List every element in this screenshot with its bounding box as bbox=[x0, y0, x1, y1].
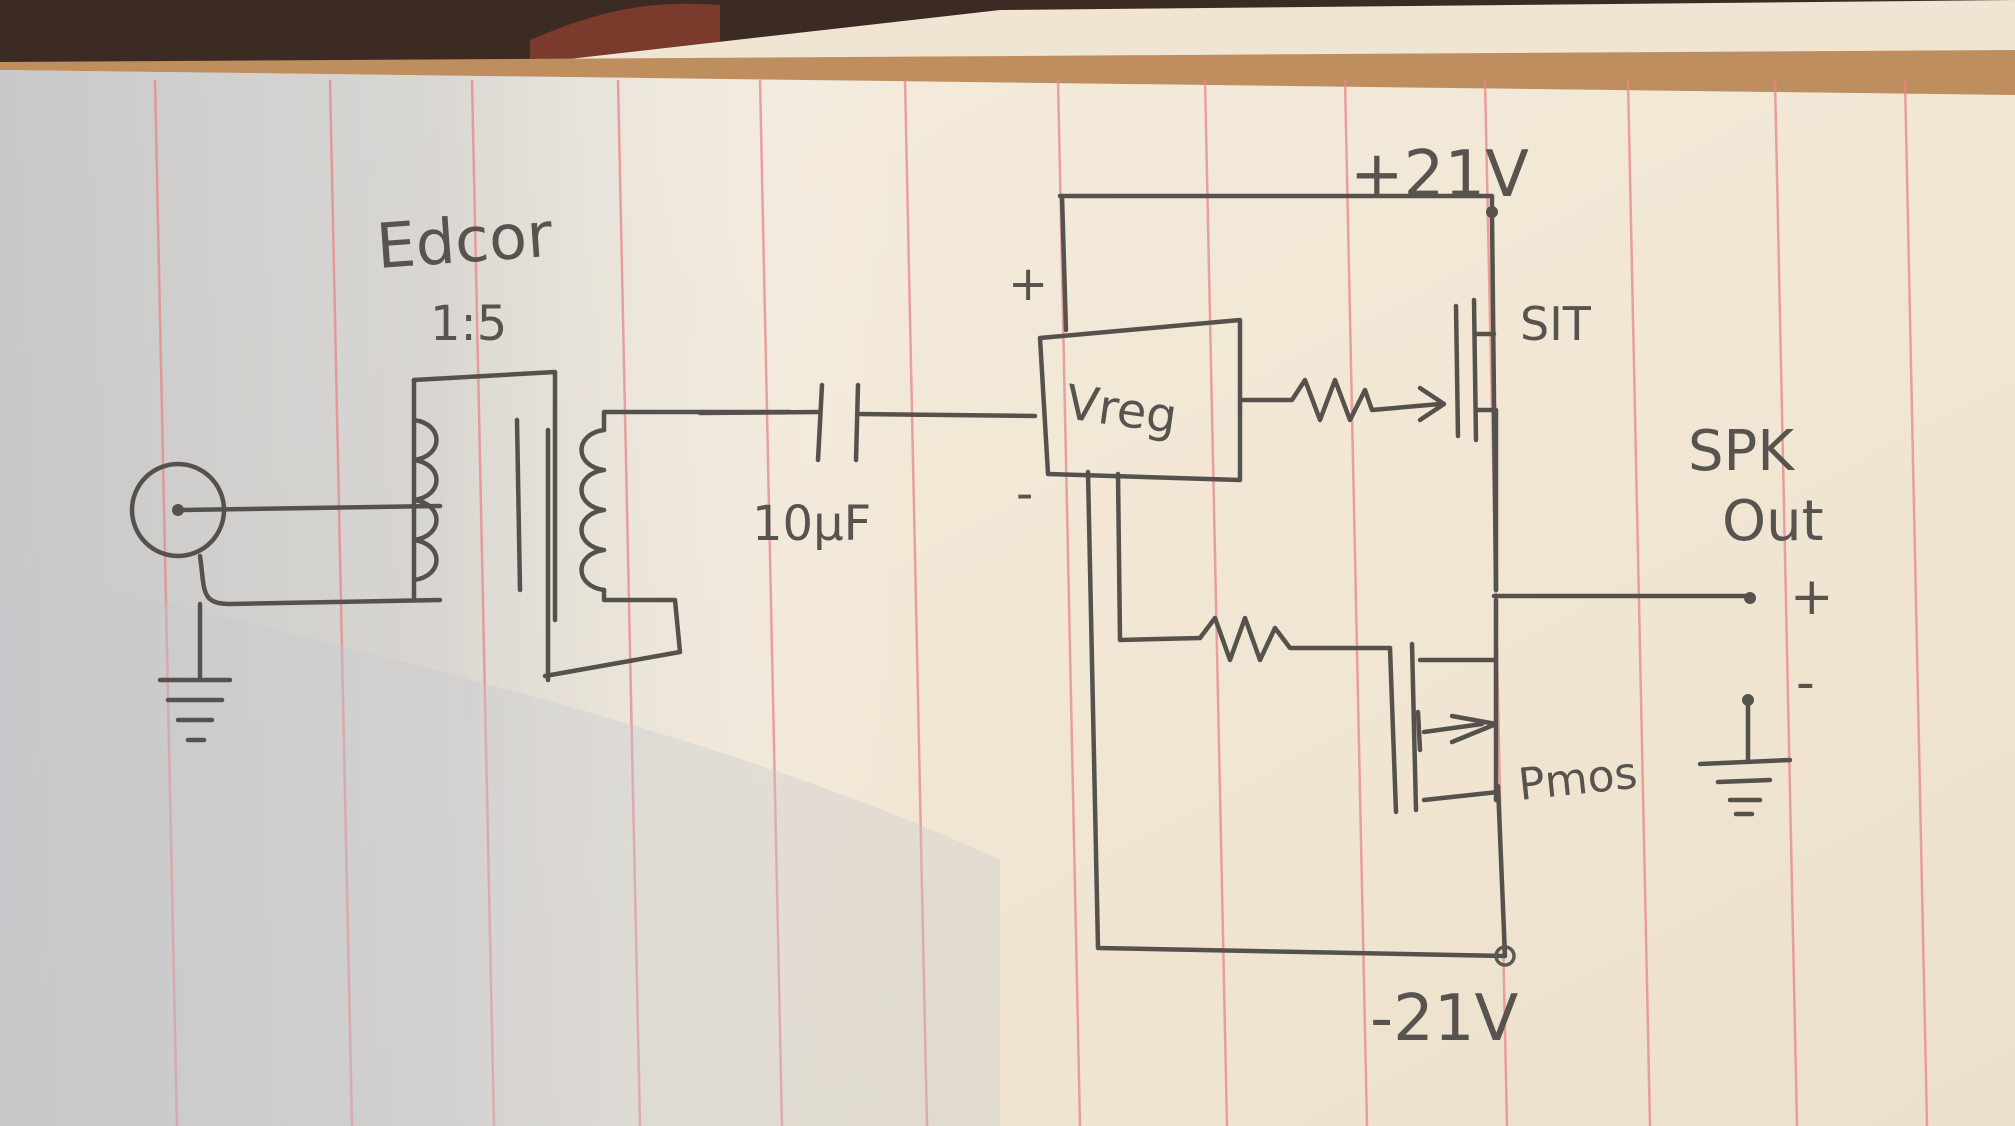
sit-label: SIT bbox=[1520, 297, 1592, 351]
lined-paper bbox=[0, 70, 2015, 1126]
red-rule-line bbox=[758, 79, 784, 1126]
schematic bbox=[129, 193, 1793, 967]
red-rule-line bbox=[1773, 79, 1799, 1126]
vreg-plus-feed bbox=[1059, 193, 1069, 333]
speaker-plus-label: + bbox=[1790, 567, 1834, 627]
red-rule-line bbox=[153, 79, 179, 1126]
capacitor-value-label: 10μF bbox=[752, 496, 871, 552]
positive-rail-node bbox=[1486, 206, 1498, 218]
pmos-transistor-symbol bbox=[1409, 597, 1501, 813]
red-rule-line bbox=[1626, 79, 1652, 1126]
input-signal-wire bbox=[179, 503, 443, 513]
input-ground-symbol bbox=[157, 677, 233, 743]
negative-rail-wire bbox=[1085, 469, 1508, 959]
negative-rail-label: -21V bbox=[1370, 982, 1519, 1056]
red-rule-line bbox=[616, 79, 642, 1126]
transformer-brand-label: Edcor bbox=[374, 198, 555, 283]
positive-rail-wire bbox=[1057, 193, 1499, 593]
coupling-capacitor-symbol bbox=[697, 382, 1038, 463]
gate-resistor-bottom-symbol bbox=[1197, 615, 1399, 815]
vreg-minus-label: - bbox=[1016, 466, 1033, 522]
speaker-plus-terminal bbox=[1744, 592, 1756, 604]
sit-transistor-symbol bbox=[1453, 297, 1499, 593]
negative-rail-node bbox=[1494, 945, 1516, 967]
speaker-minus-label: - bbox=[1796, 653, 1815, 713]
positive-rail-label: +21V bbox=[1350, 138, 1529, 212]
red-rule-line bbox=[1903, 79, 1929, 1126]
vreg-bias-wire bbox=[1115, 471, 1203, 643]
speaker-ground-symbol bbox=[1697, 694, 1793, 817]
labels: Edcor 1:5 10μF Vreg + - +21V -21V SIT Pm… bbox=[374, 138, 1834, 1056]
input-return-wire bbox=[197, 553, 443, 607]
transformer-symbol bbox=[411, 369, 793, 683]
speaker-title-label: SPK bbox=[1688, 419, 1795, 484]
gate-resistor-top-symbol bbox=[1239, 377, 1447, 423]
red-rule-line bbox=[903, 79, 929, 1126]
red-rule-line bbox=[470, 79, 496, 1126]
speaker-out-label: Out bbox=[1722, 489, 1824, 554]
vreg-plus-label: + bbox=[1008, 256, 1048, 312]
vreg-box bbox=[1037, 317, 1243, 483]
pmos-label: Pmos bbox=[1516, 748, 1640, 811]
transformer-ratio-label: 1:5 bbox=[430, 296, 507, 352]
